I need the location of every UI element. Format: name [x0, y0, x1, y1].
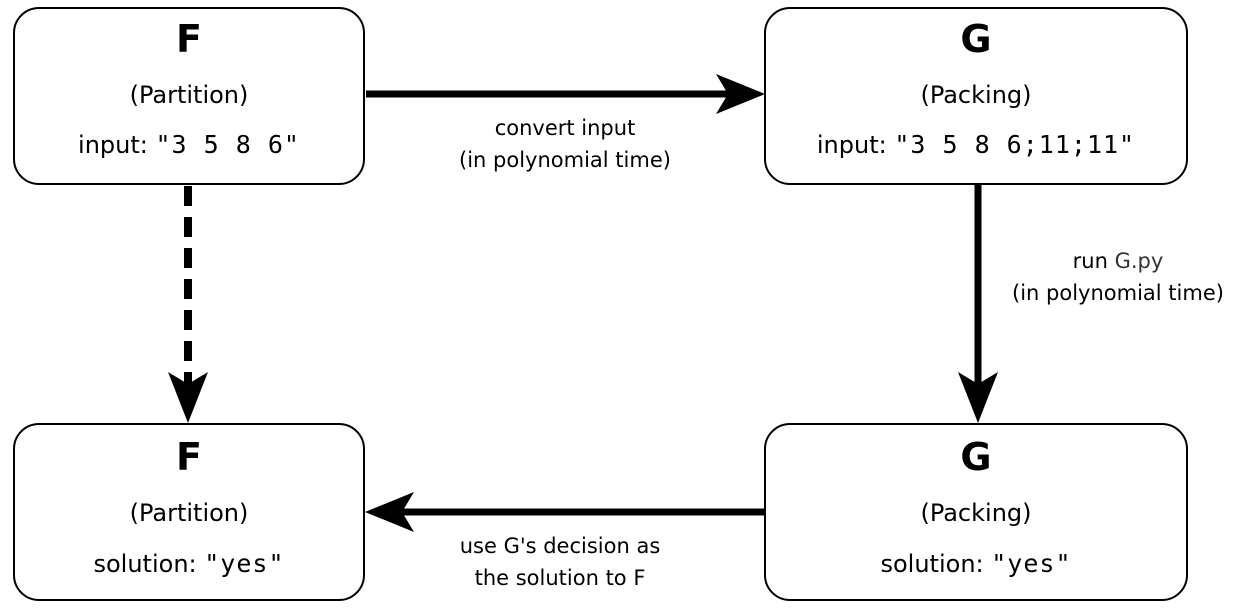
- box-subtitle: (Partition): [129, 81, 249, 109]
- box-subtitle: (Partition): [129, 499, 249, 527]
- box-value-line: input: "3 5 8 6;11;11": [766, 130, 1186, 159]
- run-prefix: run: [1072, 249, 1115, 273]
- value-prefix: input:: [816, 131, 895, 159]
- convert-label-line2: (in polynomial time): [459, 148, 671, 172]
- use-label-line1: use G's decision as: [459, 534, 661, 558]
- box-subtitle: (Packing): [920, 499, 1032, 527]
- run-label: run G.py (in polynomial time): [990, 245, 1246, 309]
- value-prefix: solution:: [880, 550, 992, 578]
- box-title: F: [176, 17, 202, 61]
- run-arrow: [958, 184, 998, 423]
- box-title: G: [960, 435, 992, 479]
- box-value-line: solution: "yes": [15, 549, 363, 578]
- use-decision-label: use G's decision as the solution to F: [410, 530, 710, 594]
- run-label-line2: (in polynomial time): [1012, 281, 1224, 305]
- use-decision-arrow: [365, 492, 764, 532]
- partition-input-box: F (Partition) input: "3 5 8 6": [13, 7, 365, 185]
- box-title: F: [176, 435, 202, 479]
- partition-solution-box: F (Partition) solution: "yes": [13, 423, 365, 601]
- use-label-line2: the solution to F: [474, 566, 646, 590]
- value-text: "yes": [204, 549, 285, 578]
- value-prefix: input:: [78, 131, 156, 159]
- value-text: "3 5 8 6": [155, 130, 300, 159]
- convert-arrow: [366, 74, 765, 114]
- box-subtitle: (Packing): [920, 81, 1032, 109]
- convert-label-line1: convert input: [494, 116, 636, 140]
- value-text: "3 5 8 6;11;11": [894, 130, 1136, 159]
- box-value-line: solution: "yes": [766, 549, 1186, 578]
- dashed-arrow: [168, 186, 208, 423]
- run-label-line1: run G.py: [990, 245, 1246, 277]
- box-value-line: input: "3 5 8 6": [15, 130, 363, 159]
- value-prefix: solution:: [93, 550, 205, 578]
- run-program: G.py: [1114, 249, 1164, 273]
- convert-label: convert input (in polynomial time): [415, 112, 715, 176]
- packing-input-box: G (Packing) input: "3 5 8 6;11;11": [764, 7, 1188, 185]
- value-text: "yes": [991, 549, 1072, 578]
- packing-solution-box: G (Packing) solution: "yes": [764, 423, 1188, 601]
- box-title: G: [960, 17, 992, 61]
